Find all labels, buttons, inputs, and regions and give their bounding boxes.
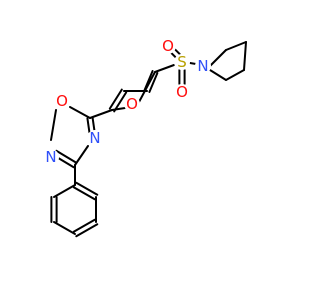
atom-label-background xyxy=(174,84,190,100)
bond-line xyxy=(72,186,96,201)
atom-label-background xyxy=(174,54,190,70)
atom-label-os1: O xyxy=(162,37,174,55)
bond-line xyxy=(209,49,227,67)
atom-label-background xyxy=(43,149,59,165)
atom-label-n2: N xyxy=(45,148,56,166)
bond-line xyxy=(143,69,154,91)
atom-label-background xyxy=(124,96,140,112)
bonds-layer xyxy=(50,41,247,238)
bond-line xyxy=(53,184,76,198)
bond-line xyxy=(75,223,99,238)
atom-label-ofu: O xyxy=(126,95,138,113)
bond-line xyxy=(91,116,96,133)
bond-line xyxy=(69,106,91,119)
bond-line xyxy=(189,62,197,65)
atom-label-s: S xyxy=(177,53,187,71)
atom-label-background xyxy=(54,93,70,109)
bond-line xyxy=(225,41,247,51)
bond-line xyxy=(148,72,159,94)
bond-line xyxy=(53,221,76,235)
bond-line xyxy=(111,107,126,111)
bond-line xyxy=(113,91,128,113)
bond-line xyxy=(89,109,113,119)
bond-line xyxy=(55,149,78,164)
bond-line xyxy=(138,71,156,103)
bond-line xyxy=(154,64,175,73)
atom-label-o1: O xyxy=(56,92,68,110)
bond-line xyxy=(74,145,89,166)
atom-label-os2: O xyxy=(176,83,188,101)
atom-label-npy: N xyxy=(197,57,208,75)
atom-label-n4: N xyxy=(89,129,100,147)
atom-label-background xyxy=(195,58,211,74)
bond-line xyxy=(209,69,227,81)
bond-line xyxy=(86,117,91,134)
bond-line xyxy=(50,109,57,141)
atom-label-background xyxy=(160,38,176,54)
bond-line xyxy=(225,69,245,81)
bond-line xyxy=(243,41,247,71)
atom-label-background xyxy=(87,130,103,146)
bond-line xyxy=(72,218,96,233)
bond-line xyxy=(75,181,99,196)
bond-line xyxy=(108,88,123,110)
